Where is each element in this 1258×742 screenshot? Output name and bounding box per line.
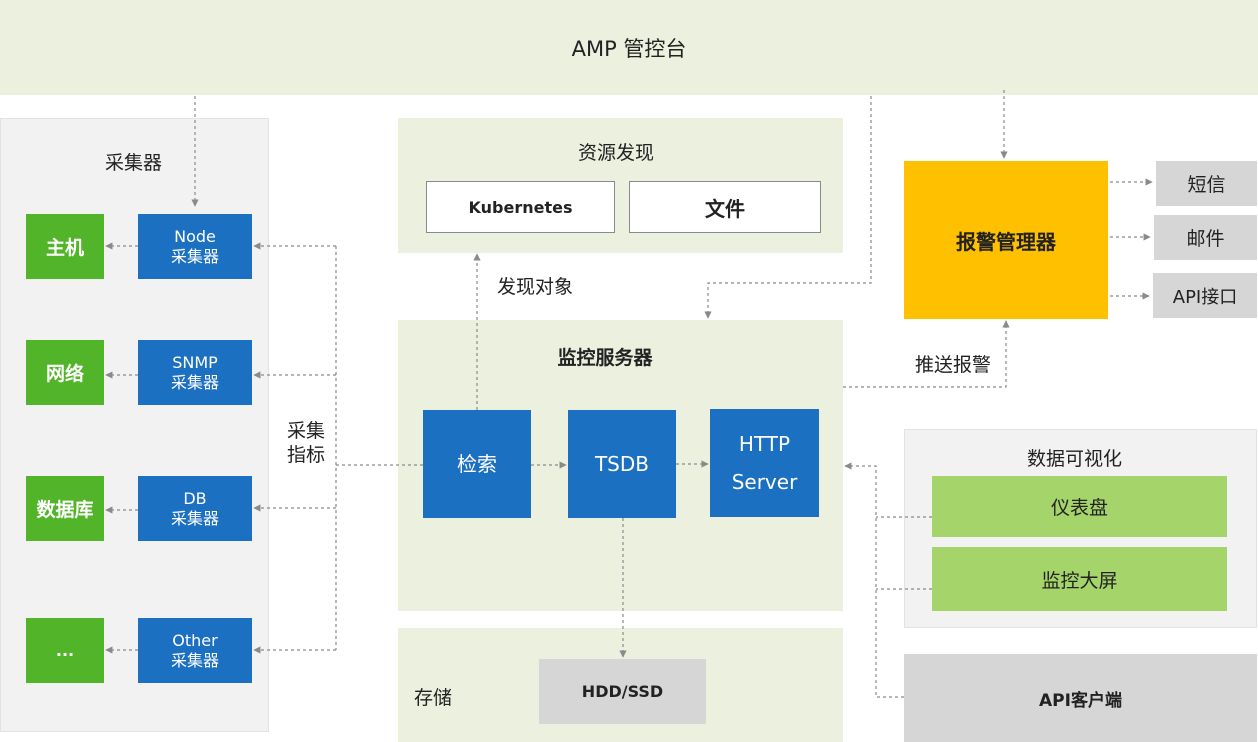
node-collector-name: Node: [174, 226, 216, 246]
snmp-collector-name: SNMP: [172, 352, 218, 372]
dashboard-box: 仪表盘: [932, 476, 1227, 537]
bigscreen-box: 监控大屏: [932, 547, 1227, 611]
monitor-server-title: 监控服务器: [557, 347, 653, 369]
console-bar: AMP 管控台: [0, 0, 1258, 95]
node-collector-suffix: 采集器: [170, 246, 219, 266]
channel-email: 邮件: [1154, 215, 1257, 260]
db-collector-suffix: 采集器: [170, 508, 219, 528]
file-source: 文件: [629, 181, 821, 233]
disk-box: HDD/SSD: [539, 659, 706, 724]
target-database: 数据库: [26, 476, 104, 541]
channel-api: API接口: [1153, 273, 1257, 318]
collect-metrics-label: 采集 指标: [287, 420, 325, 468]
http-server-box: HTTP Server: [710, 409, 819, 517]
storage-title: 存储: [414, 687, 453, 709]
kubernetes-source: Kubernetes: [426, 181, 615, 233]
node-collector: Node 采集器: [138, 214, 252, 279]
discover-targets-label: 发现对象: [497, 276, 574, 298]
snmp-collector: SNMP 采集器: [138, 340, 252, 405]
consumers-to-http-arrow: [844, 462, 904, 698]
db-collector: DB 采集器: [138, 476, 252, 541]
snmp-collector-suffix: 采集器: [170, 372, 219, 392]
console-title: AMP 管控台: [571, 36, 687, 61]
push-alerts-label: 推送报警: [915, 354, 992, 376]
collect-metrics-line1: 采集: [287, 420, 326, 442]
other-collector-name: Other: [172, 630, 218, 650]
tsdb-box: TSDB: [568, 410, 676, 518]
http-server-line2: Server: [731, 470, 798, 494]
collector-panel-title: 采集器: [105, 152, 163, 174]
alertmanager-box: 报警管理器: [904, 161, 1108, 319]
other-collector: Other 采集器: [138, 618, 252, 683]
target-network: 网络: [26, 340, 104, 405]
api-client-box: API客户端: [904, 654, 1257, 742]
retrieval-box: 检索: [423, 410, 531, 518]
channel-sms: 短信: [1156, 161, 1257, 206]
discovery-title: 资源发现: [578, 142, 655, 164]
target-other: ...: [26, 618, 104, 683]
collect-metrics-line2: 指标: [287, 443, 326, 466]
visualization-title: 数据可视化: [1027, 448, 1123, 470]
http-server-line1: HTTP: [738, 432, 791, 456]
monitor-to-alertmanager-arrow: [843, 320, 1010, 388]
other-collector-suffix: 采集器: [170, 650, 219, 670]
db-collector-name: DB: [183, 488, 207, 508]
target-host: 主机: [26, 214, 104, 279]
console-to-monitor-arrow: [704, 96, 872, 319]
